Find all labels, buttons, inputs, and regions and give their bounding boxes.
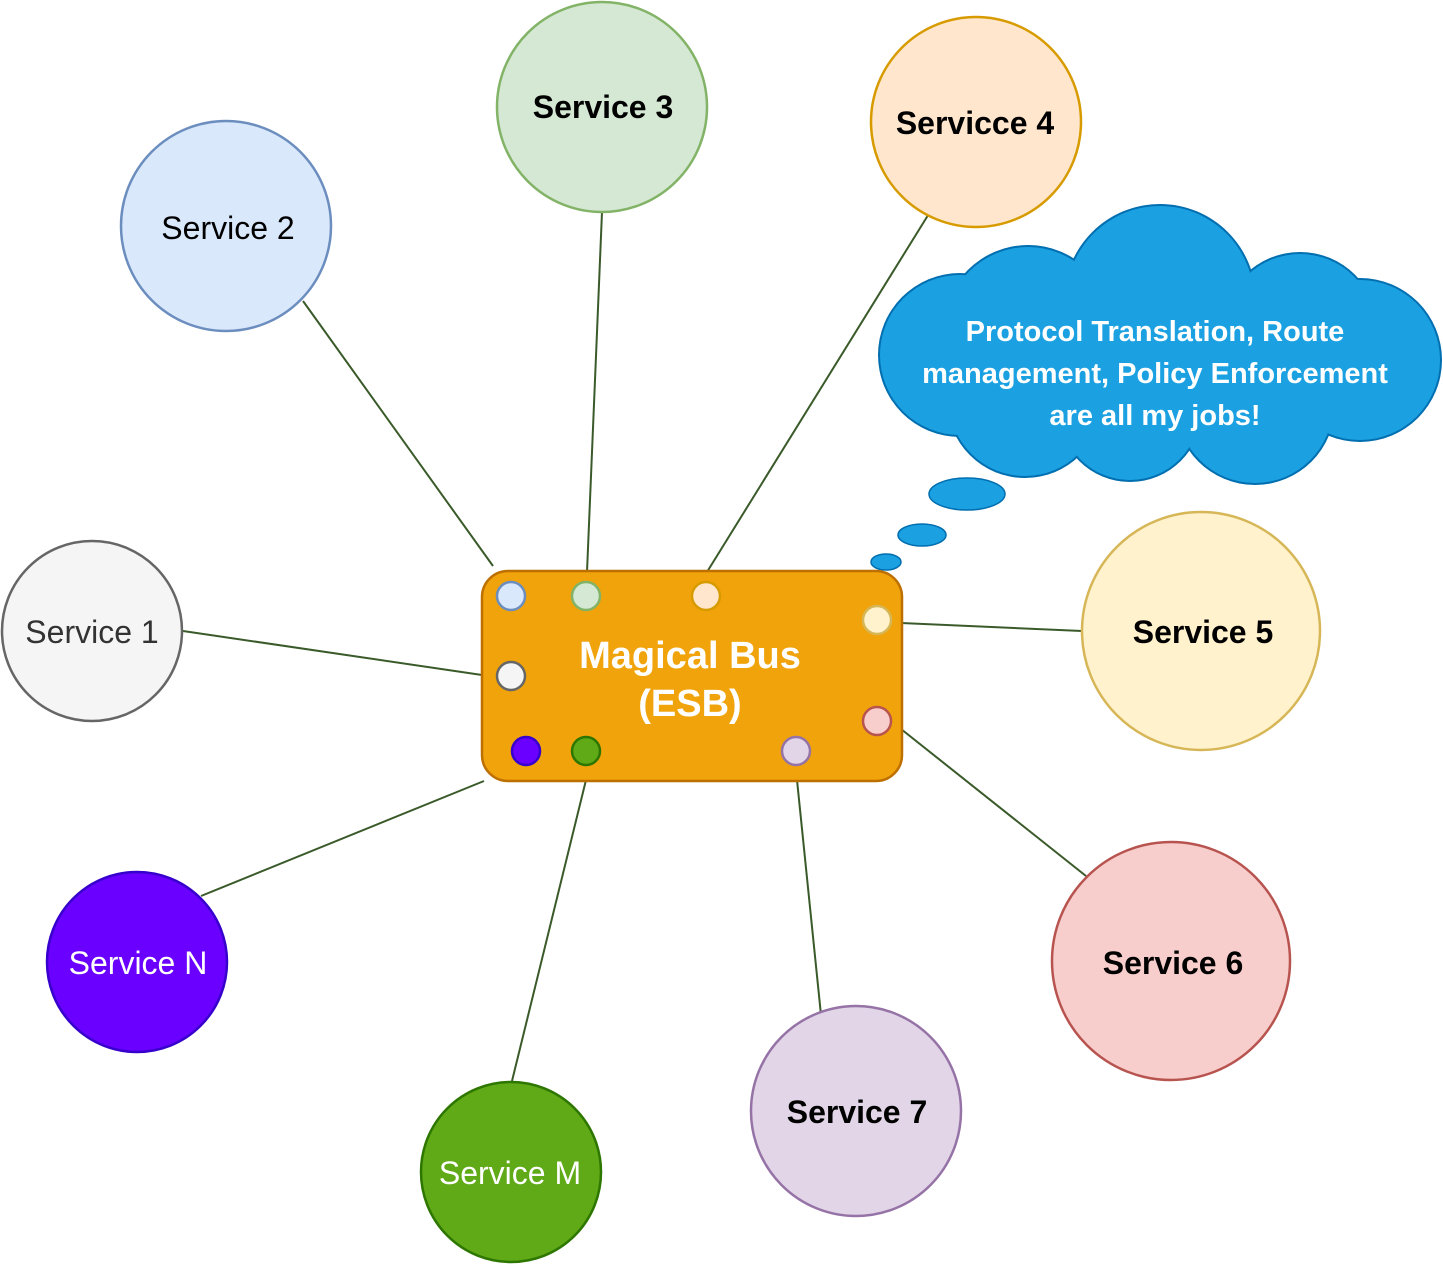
service-label: Service N: [69, 945, 208, 981]
connector-service-7: [796, 779, 822, 1016]
thought-trail: [870, 477, 1006, 571]
service-circle: [1080, 510, 1322, 752]
thought-dot-medium: [897, 523, 947, 547]
port-service-1: [495, 660, 527, 692]
service-label: Service 1: [25, 614, 158, 650]
service-circle: [869, 15, 1083, 229]
service-node-n[interactable]: Service N: [45, 870, 229, 1054]
service-circle: [495, 0, 709, 214]
service-node-2[interactable]: Service 2: [119, 119, 333, 333]
bus-title: Magical Bus: [579, 635, 801, 677]
service-node-3[interactable]: Service 3: [495, 0, 709, 214]
bus-subtitle: (ESB): [638, 683, 741, 725]
service-circle: [749, 1004, 963, 1218]
service-label: Service M: [439, 1155, 581, 1191]
magical-bus[interactable]: Magical Bus (ESB): [480, 569, 904, 783]
port-service-7: [780, 735, 812, 767]
thought-text-line-1: Protocol Translation, Route: [966, 316, 1345, 348]
port-service-5: [861, 604, 893, 636]
thought-cloud: Protocol Translation, Route management, …: [878, 204, 1442, 485]
service-circle: [1050, 840, 1292, 1082]
thought-text-line-3: are all my jobs!: [1049, 400, 1260, 432]
connector-service-4: [706, 211, 931, 573]
connector-service-5: [900, 622, 1083, 632]
connector-service-2: [302, 300, 494, 567]
connector-service-m: [511, 779, 587, 1082]
service-label: Service 2: [161, 210, 294, 246]
service-label: Service 5: [1133, 614, 1274, 650]
port-service-n: [510, 735, 542, 767]
bus-box: [480, 569, 904, 783]
service-node-1[interactable]: Service 1: [0, 539, 184, 723]
service-node-7[interactable]: Service 7: [749, 1004, 963, 1218]
service-circle: [419, 1080, 603, 1264]
connector-service-n: [200, 780, 485, 897]
thought-text-line-2: management, Policy Enforcement: [922, 358, 1388, 390]
connector-service-6: [900, 728, 1087, 877]
service-label: Servicce 4: [896, 105, 1055, 141]
connectors: [182, 211, 1087, 1082]
service-node-m[interactable]: Service M: [419, 1080, 603, 1264]
thought-dot-large: [928, 477, 1006, 511]
connector-service-3: [586, 211, 603, 573]
service-label: Service 6: [1103, 945, 1244, 981]
bus-ports: [495, 580, 893, 767]
service-circle: [45, 870, 229, 1054]
service-node-6[interactable]: Service 6: [1050, 840, 1292, 1082]
port-service-4: [690, 580, 722, 612]
port-service-6: [861, 705, 893, 737]
service-label: Service 3: [533, 89, 674, 125]
port-service-m: [570, 735, 602, 767]
connector-service-1: [182, 630, 483, 676]
thought-dot-small: [870, 553, 902, 571]
service-node-4[interactable]: Servicce 4: [869, 15, 1083, 229]
service-circle: [119, 119, 333, 333]
service-circle: [0, 539, 184, 723]
service-label: Service 7: [787, 1094, 928, 1130]
service-node-5[interactable]: Service 5: [1080, 510, 1322, 752]
port-service-2: [495, 580, 527, 612]
port-service-3: [570, 580, 602, 612]
